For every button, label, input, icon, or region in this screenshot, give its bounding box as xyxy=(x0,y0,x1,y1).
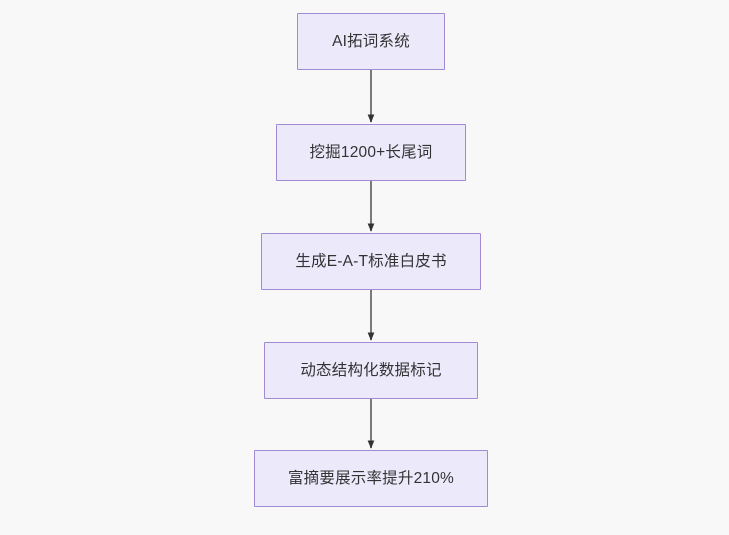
flow-node-generate-eat-whitepaper[interactable]: 生成E-A-T标准白皮书 xyxy=(261,233,481,290)
flow-node-label: 生成E-A-T标准白皮书 xyxy=(295,252,447,270)
flow-node-dynamic-structured-data-markup[interactable]: 动态结构化数据标记 xyxy=(264,342,478,399)
flow-node-label: 富摘要展示率提升210% xyxy=(287,469,455,487)
flow-node-ai-keyword-system[interactable]: AI拓词系统 xyxy=(297,13,445,70)
flow-node-mine-longtail-keywords[interactable]: 挖掘1200+长尾词 xyxy=(276,124,466,181)
flow-node-label: 动态结构化数据标记 xyxy=(300,361,442,379)
flow-node-rich-snippet-impression-uplift[interactable]: 富摘要展示率提升210% xyxy=(254,450,488,507)
flow-node-label: 挖掘1200+长尾词 xyxy=(309,143,433,161)
flow-node-label: AI拓词系统 xyxy=(332,32,410,50)
